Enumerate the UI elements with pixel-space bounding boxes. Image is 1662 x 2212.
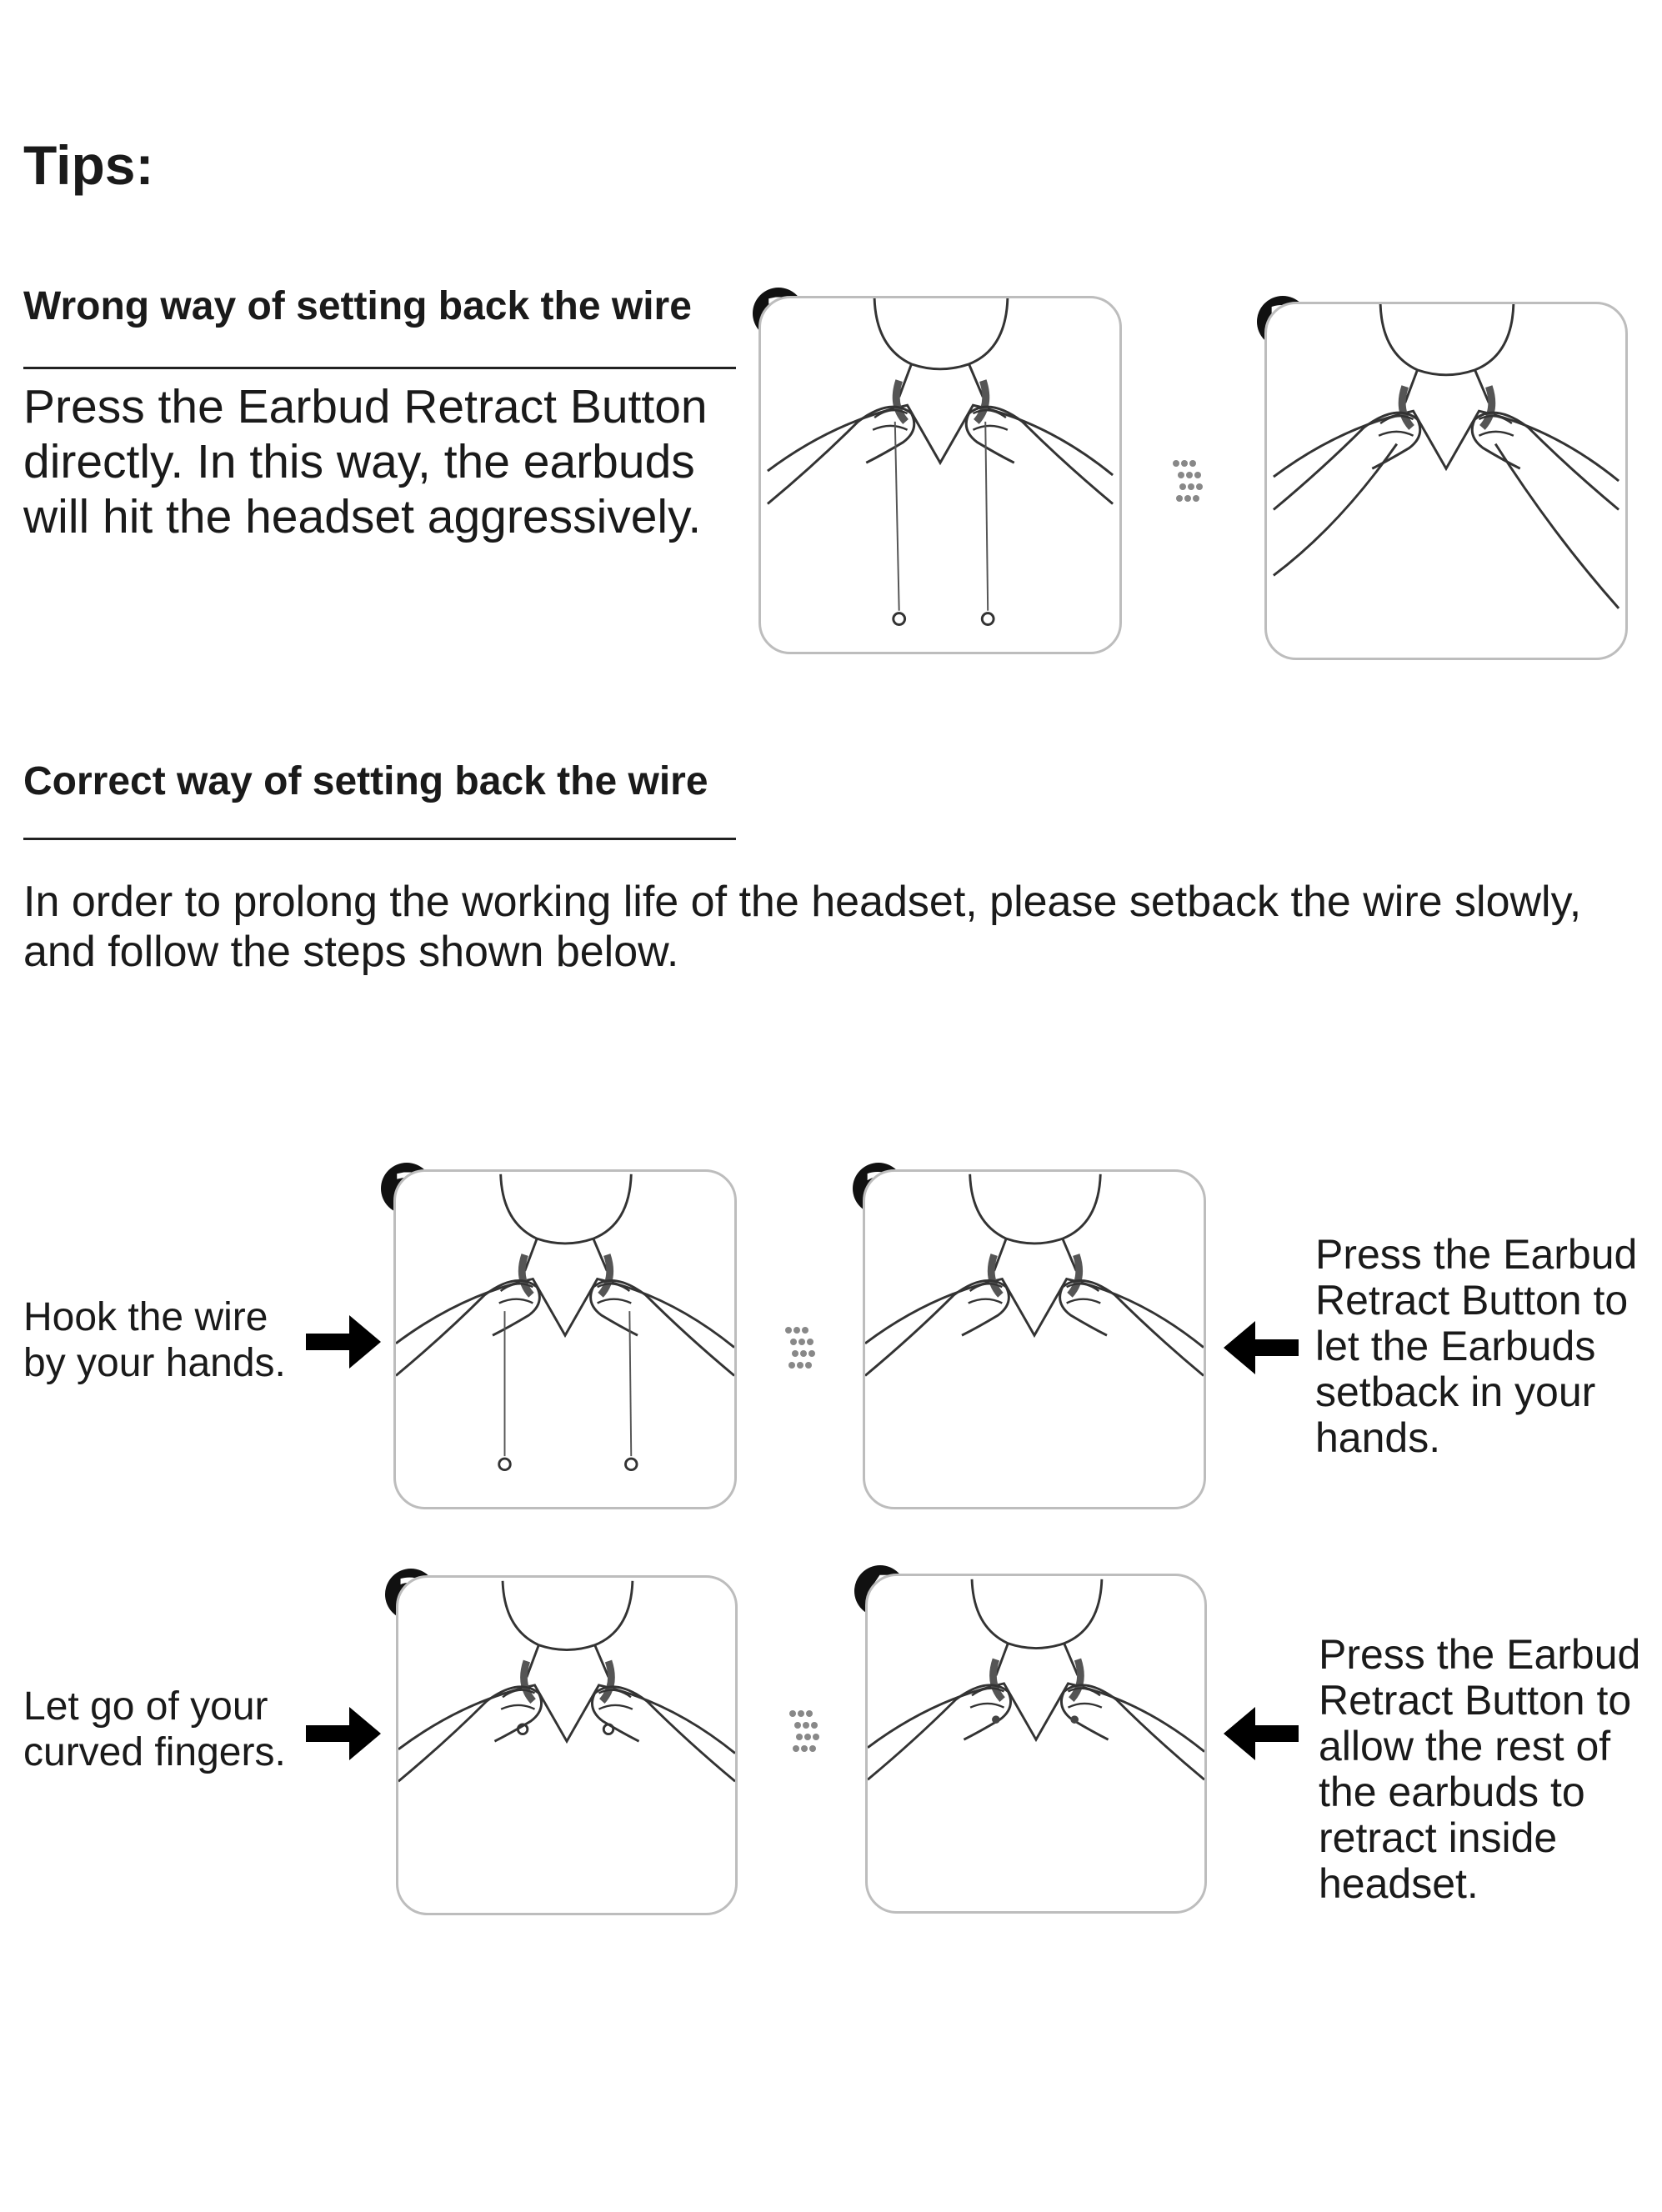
caption-step-2-line-4: setback in your: [1315, 1369, 1596, 1415]
caption-step-4-line-3: allow the rest of: [1319, 1723, 1611, 1769]
caption-step-3-line-1: Let go of your: [23, 1684, 268, 1729]
caption-step-4-line-2: Retract Button to: [1319, 1677, 1632, 1724]
person-wire-illustration: [1267, 304, 1625, 609]
wrong-step-2-illustration: [1264, 302, 1628, 660]
page-title: Tips:: [23, 134, 154, 196]
person-wire-illustration: [868, 1576, 1204, 1911]
step-dots-icon: [789, 1710, 819, 1752]
caption-step-1-line-2: by your hands.: [23, 1341, 286, 1385]
correct-intro-line-2: and follow the steps shown below.: [23, 928, 679, 976]
caption-step-2-line-3: let the Earbuds: [1315, 1323, 1596, 1369]
wrong-line-1: Press the Earbud Retract Button: [23, 380, 708, 433]
person-wire-illustration: [865, 1172, 1204, 1507]
wrong-line-3: will hit the headset aggressively.: [23, 490, 702, 543]
person-wire-illustration: [761, 298, 1119, 626]
person-wire-illustration: [398, 1578, 735, 1913]
caption-step-1: Hook the wire by your hands.: [23, 1294, 286, 1386]
correct-step-4-illustration: [865, 1574, 1207, 1914]
wrong-description: Press the Earbud Retract Button directly…: [23, 379, 740, 544]
correct-divider: [23, 838, 736, 840]
caption-step-2-line-1: Press the Earbud: [1315, 1231, 1638, 1278]
correct-step-2-illustration: [863, 1169, 1206, 1509]
correct-intro-line-1: In order to prolong the working life of …: [23, 878, 1582, 926]
person-wire-illustration: [396, 1172, 734, 1472]
caption-step-2-line-2: Retract Button to: [1315, 1277, 1629, 1324]
caption-step-4-line-1: Press the Earbud: [1319, 1631, 1641, 1678]
caption-step-4-line-5: retract inside: [1319, 1814, 1558, 1861]
caption-step-2-line-5: hands.: [1315, 1414, 1441, 1461]
caption-step-1-line-1: Hook the wire: [23, 1295, 268, 1339]
left-arrow-icon: [1224, 1707, 1299, 1760]
wrong-step-1-illustration: [758, 296, 1122, 654]
step-dots-icon: [1173, 460, 1203, 502]
wrong-heading: Wrong way of setting back the wire: [23, 284, 692, 328]
correct-step-3-illustration: [396, 1575, 738, 1915]
left-arrow-icon: [1224, 1321, 1299, 1374]
caption-step-4: Press the Earbud Retract Button to allow…: [1319, 1632, 1640, 1907]
caption-step-3: Let go of your curved fingers.: [23, 1684, 286, 1775]
step-dots-icon: [785, 1327, 815, 1369]
wrong-line-2: directly. In this way, the earbuds: [23, 435, 695, 488]
correct-intro: In order to prolong the working life of …: [23, 877, 1640, 977]
caption-step-2: Press the Earbud Retract Button to let t…: [1315, 1232, 1637, 1461]
right-arrow-icon: [306, 1707, 381, 1760]
correct-step-1-illustration: [393, 1169, 737, 1509]
caption-step-3-line-2: curved fingers.: [23, 1730, 286, 1774]
right-arrow-icon: [306, 1315, 381, 1369]
correct-heading: Correct way of setting back the wire: [23, 759, 708, 803]
wrong-divider: [23, 367, 736, 369]
caption-step-4-line-4: the earbuds to: [1319, 1769, 1585, 1815]
caption-step-4-line-6: headset.: [1319, 1860, 1479, 1907]
